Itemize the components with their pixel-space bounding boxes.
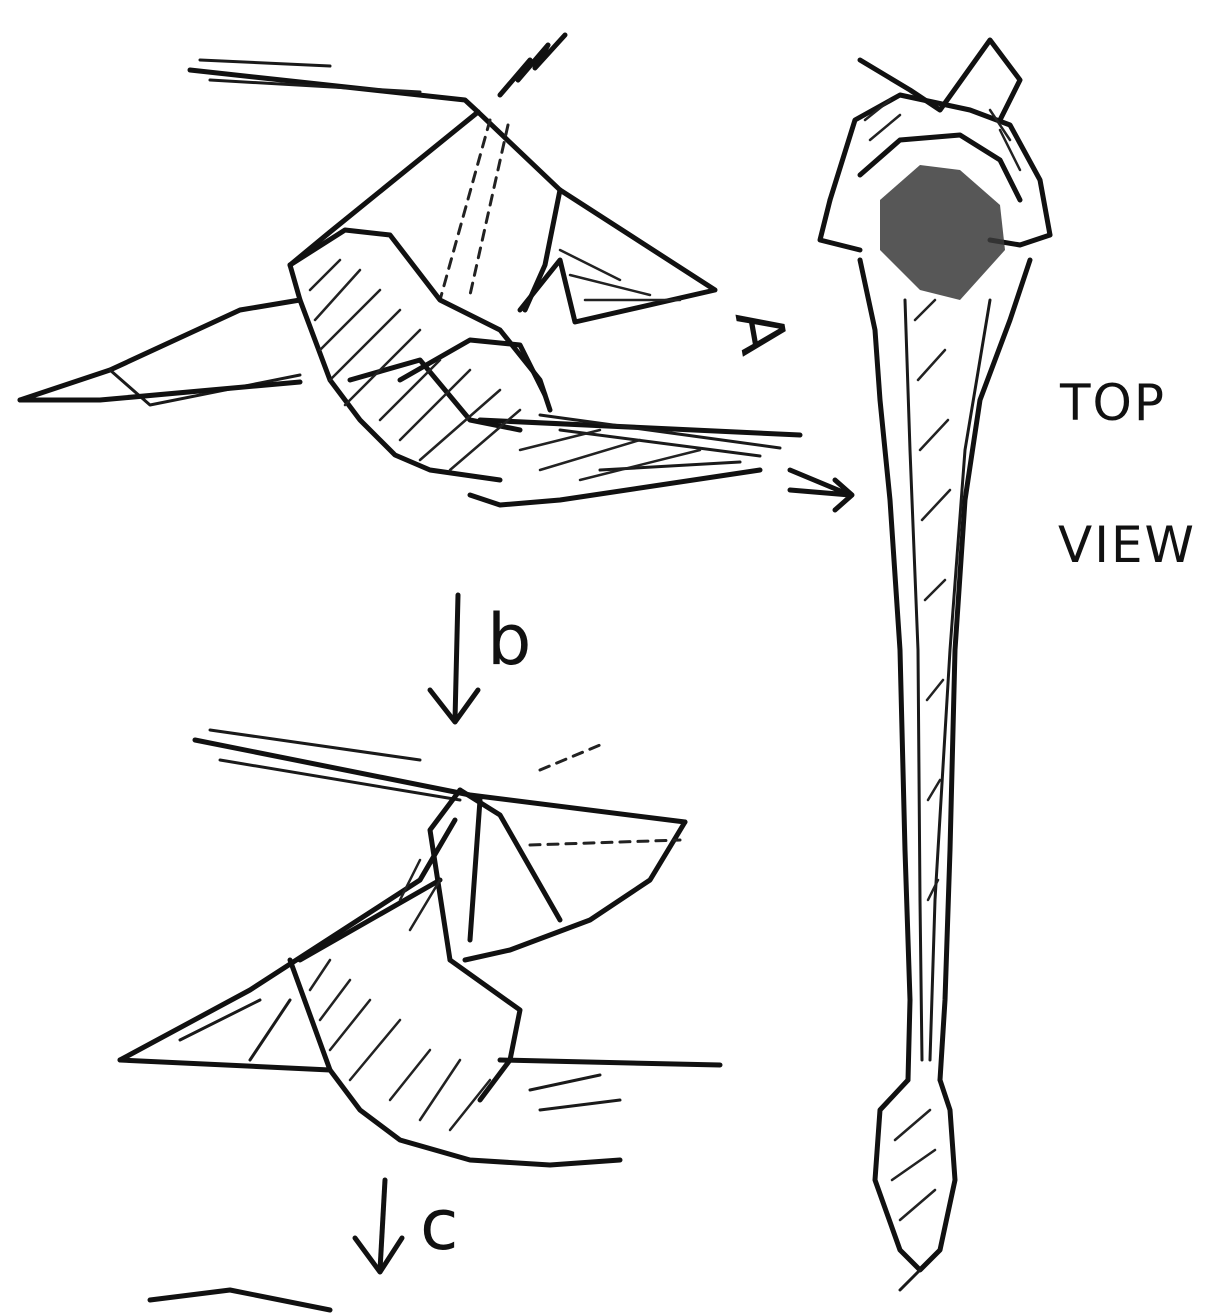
arrow-right-icon [790, 470, 852, 510]
top-view-label-line2: VIEW [1058, 520, 1196, 570]
step-b-label: b [487, 605, 531, 675]
crimp-zigzag-icon [500, 35, 565, 95]
step-b-fold-drawing [120, 730, 720, 1165]
top-view-label-line1: TOP [1060, 378, 1166, 428]
step-a-fold-drawing [20, 35, 852, 510]
step-c-label: c [420, 1190, 459, 1260]
step-c-partial-drawing [150, 1290, 330, 1310]
top-view-drawing [820, 40, 1050, 1290]
step-b-arrow [430, 595, 478, 722]
step-c-arrow [355, 1180, 402, 1272]
